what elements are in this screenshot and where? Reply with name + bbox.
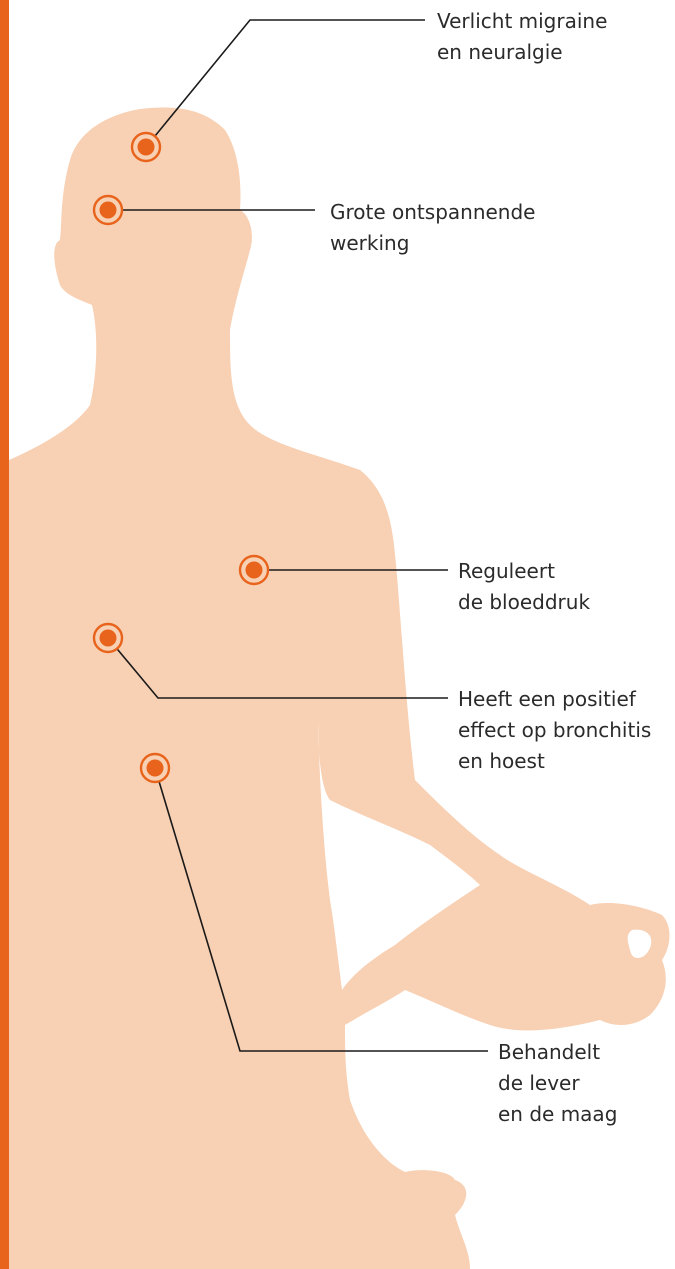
pressure-point-abdomen xyxy=(141,754,169,782)
label-temple-line-2: werking xyxy=(330,231,409,255)
label-forehead: Verlicht migraine en neuralgie xyxy=(437,9,614,64)
left-accent-bar xyxy=(0,0,9,1269)
label-chest-line-1: Reguleert xyxy=(458,559,555,583)
label-abdomen-line-3: en de maag xyxy=(498,1102,617,1126)
label-abdomen-line-2: de lever xyxy=(498,1071,580,1095)
label-upper-torso-line-1: Heeft een positief xyxy=(458,687,637,711)
label-chest-line-2: de bloeddruk xyxy=(458,590,590,614)
pressure-point-temple xyxy=(94,196,122,224)
label-upper-torso-line-3: en hoest xyxy=(458,749,545,773)
label-forehead-line-2: en neuralgie xyxy=(437,40,563,64)
label-upper-torso: Heeft een positief effect op bronchitis … xyxy=(458,687,658,773)
label-upper-torso-line-2: effect op bronchitis xyxy=(458,718,651,742)
pressure-point-forehead xyxy=(132,133,160,161)
label-abdomen-line-1: Behandelt xyxy=(498,1040,600,1064)
pressure-point-chest xyxy=(240,556,268,584)
label-forehead-line-1: Verlicht migraine xyxy=(437,9,607,33)
pressure-point-upper-torso xyxy=(94,624,122,652)
label-temple: Grote ontspannende werking xyxy=(330,200,542,255)
label-chest: Reguleert de bloeddruk xyxy=(458,559,590,614)
label-temple-line-1: Grote ontspannende xyxy=(330,200,535,224)
label-abdomen: Behandelt de lever en de maag xyxy=(498,1040,617,1126)
